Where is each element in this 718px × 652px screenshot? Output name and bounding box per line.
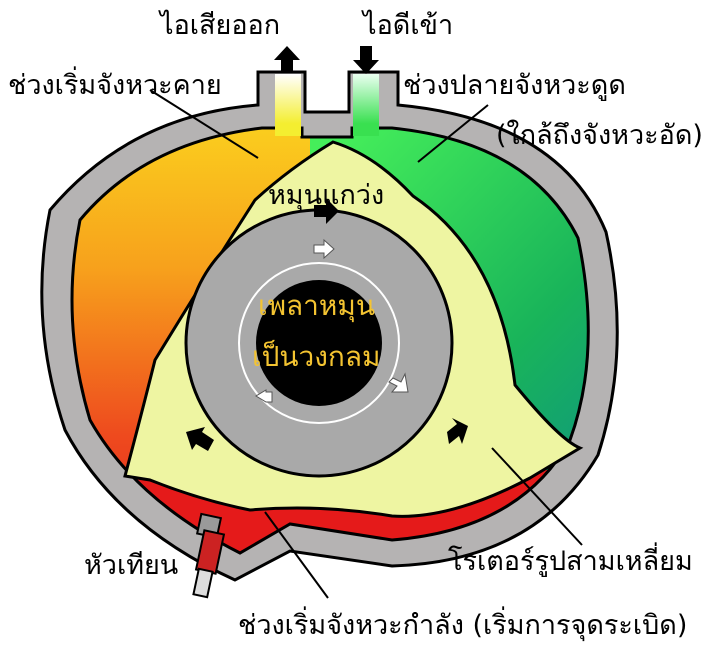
output-shaft <box>256 280 382 406</box>
exhaust-start-label: ช่วงเริ่มจังหวะคาย <box>8 70 222 101</box>
intake-end-note: (ใกล้ถึงจังหวะอัด) <box>496 120 703 151</box>
rotor-arrow-icon <box>186 427 214 451</box>
intake-end-label: ช่วงปลายจังหวะดูด <box>403 70 626 101</box>
triangular-rotor-label: โรเตอร์รูปสามเหลี่ยม <box>448 546 693 577</box>
white-arrow-icon <box>388 372 409 393</box>
shaft-label-line1: เพลาหมุน <box>258 289 375 322</box>
rotor-arrow-icon <box>447 418 468 444</box>
intake-port-label: ไอดีเข้า <box>363 10 454 41</box>
exhaust-port <box>275 74 301 136</box>
shaft-label-line2: เป็นวงกลม <box>252 340 381 373</box>
white-arrow-icon <box>255 389 273 403</box>
white-arrow-icon <box>313 238 335 260</box>
rotor-arrow-icon <box>314 198 339 224</box>
intake-in-arrow-icon <box>353 46 379 74</box>
spark-plug-icon <box>192 512 226 599</box>
exhaust-out-arrow-icon <box>274 46 300 72</box>
spark-plug-label: หัวเทียน <box>84 550 179 581</box>
rotation-path <box>238 262 400 424</box>
power-start-label: ช่วงเริ่มจังหวะกำลัง (เริ่มการจุดระเบิด) <box>238 610 688 641</box>
intake-port <box>353 74 379 136</box>
rotor-spin-label: หมุนแกว่ง <box>268 180 385 211</box>
exhaust-port-label: ไอเสียออก <box>160 10 281 41</box>
